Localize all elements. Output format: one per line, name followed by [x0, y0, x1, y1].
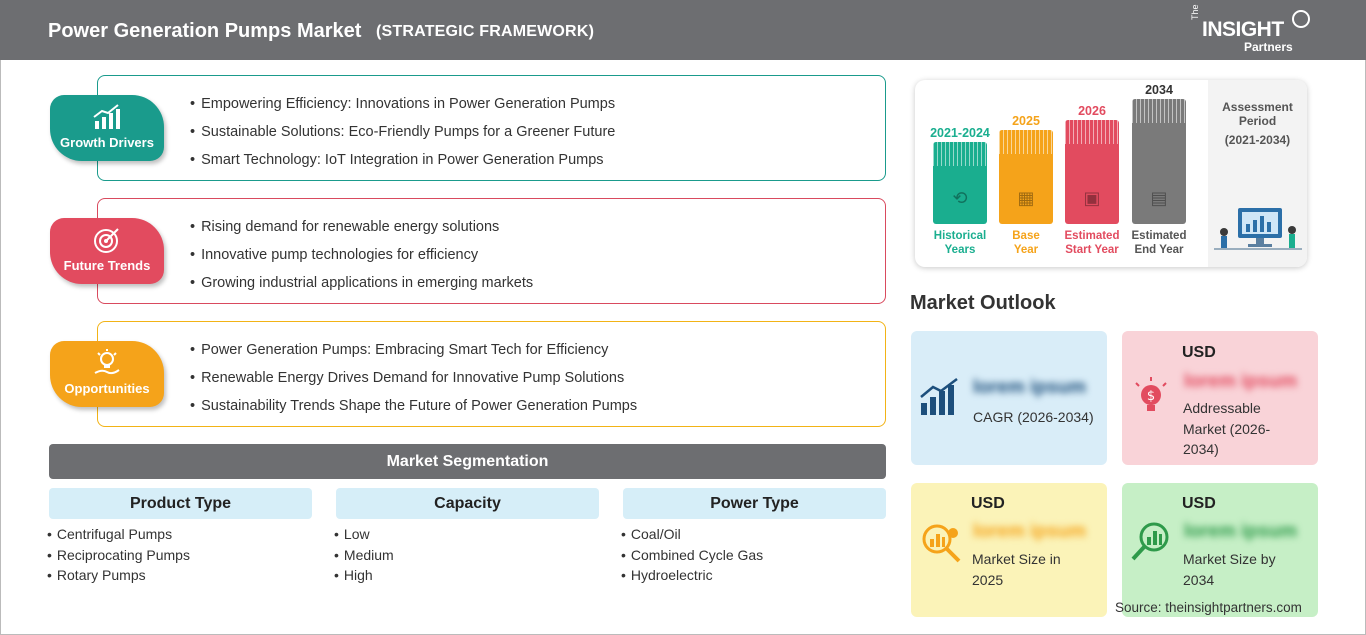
assessment-column: ▦ — [999, 130, 1053, 224]
growth-chart-icon — [919, 377, 961, 426]
market-size-2034-value: lorem ipsum — [1184, 521, 1297, 542]
svg-text:$: $ — [1147, 389, 1155, 404]
usd-label: USD — [971, 495, 1005, 512]
page-subtitle: (STRATEGIC FRAMEWORK) — [376, 23, 595, 40]
history-icon: ⟲ — [952, 188, 968, 208]
bar-growth-icon — [92, 103, 122, 131]
assessment-range: (2021-2034) — [1224, 133, 1291, 147]
magnifier-coins-icon — [919, 521, 963, 574]
list-item: Centrifugal Pumps — [47, 525, 190, 546]
cagr-label: CAGR (2026-2034) — [973, 409, 1094, 425]
future-trends-box: Rising demand for renewable energy solut… — [97, 198, 886, 304]
column-year: 2025 — [1012, 114, 1040, 128]
logo-partners: Partners — [1244, 40, 1293, 54]
market-size-2034-tile: USD lorem ipsum Market Size by 2034 — [1122, 483, 1318, 617]
list-item: Reciprocating Pumps — [47, 546, 190, 567]
source-note: Source: theinsightpartners.com — [1115, 600, 1302, 615]
list-item: Rising demand for renewable energy solut… — [190, 219, 533, 247]
column-year: 2034 — [1145, 83, 1173, 97]
logo-the: The — [1190, 4, 1200, 20]
insight-partners-logo[interactable]: The INSIGHT Partners — [1188, 4, 1312, 54]
list-item: Innovative pump technologies for efficie… — [190, 247, 533, 275]
logo-ring-icon — [1292, 10, 1310, 28]
lightbulb-hand-icon — [92, 349, 122, 377]
segment-header-capacity: Capacity — [336, 488, 599, 519]
list-item: High — [334, 566, 394, 587]
addressable-market-label: Addressable Market (2026-2034) — [1183, 400, 1271, 457]
target-icon — [92, 226, 122, 254]
list-item: Sustainable Solutions: Eco-Friendly Pump… — [190, 124, 615, 152]
product-type-list: Centrifugal Pumps Reciprocating Pumps Ro… — [47, 525, 190, 587]
badge-label: Opportunities — [64, 381, 150, 396]
presentation-icon: ▣ — [1083, 188, 1101, 208]
logo-insight: INSIGHT — [1202, 18, 1284, 41]
market-size-2025-value: lorem ipsum — [973, 521, 1086, 542]
column-stripes — [933, 142, 987, 166]
future-trends-badge: Future Trends — [50, 218, 164, 284]
column-stripes — [1065, 120, 1119, 144]
column-year: 2026 — [1078, 104, 1106, 118]
badge-label: Future Trends — [63, 258, 151, 273]
header-bar: Power Generation Pumps Market (STRATEGIC… — [0, 0, 1366, 60]
list-item: Rotary Pumps — [47, 566, 190, 587]
segmentation-title: Market Segmentation — [49, 444, 886, 479]
list-item: Power Generation Pumps: Embracing Smart … — [190, 342, 637, 370]
badge-label: Growth Drivers — [60, 135, 154, 150]
money-bulb-icon: $ — [1130, 375, 1172, 426]
list-item: Coal/Oil — [621, 525, 763, 546]
list-item: Sustainability Trends Shape the Future o… — [190, 398, 637, 426]
addressable-market-value: lorem ipsum — [1184, 371, 1297, 392]
assessment-title: Assessment Period — [1222, 100, 1293, 128]
analytics-illustration-icon — [1214, 208, 1302, 250]
capacity-list: Low Medium High — [334, 525, 394, 587]
segment-header-product-type: Product Type — [49, 488, 312, 519]
list-item: Empowering Efficiency: Innovations in Po… — [190, 96, 615, 124]
calendar-icon: ▦ — [1017, 188, 1035, 208]
magnifier-chart-icon — [1130, 519, 1174, 572]
column-stripes — [1132, 99, 1186, 123]
segment-header-power-type: Power Type — [623, 488, 886, 519]
opportunities-badge: Opportunities — [50, 341, 164, 407]
assessment-column: ▤ — [1132, 99, 1186, 224]
growth-drivers-badge: Growth Drivers — [50, 95, 164, 161]
list-item: Hydroelectric — [621, 566, 763, 587]
cagr-value: lorem ipsum — [973, 377, 1086, 398]
market-size-2034-label: Market Size by 2034 — [1183, 551, 1276, 588]
power-type-list: Coal/Oil Combined Cycle Gas Hydroelectri… — [621, 525, 763, 587]
market-size-2025-label: Market Size in 2025 — [972, 551, 1061, 588]
assessment-column: ⟲ — [933, 142, 987, 224]
list-item: Medium — [334, 546, 394, 567]
list-item: Renewable Energy Drives Demand for Innov… — [190, 370, 637, 398]
list-item: Combined Cycle Gas — [621, 546, 763, 567]
list-item: Growing industrial applications in emerg… — [190, 275, 533, 303]
list-item: Low — [334, 525, 394, 546]
usd-label: USD — [1182, 495, 1216, 512]
growth-drivers-box: Empowering Efficiency: Innovations in Po… — [97, 75, 886, 181]
monitor-chart-icon: ▤ — [1150, 188, 1168, 208]
list-item: Smart Technology: IoT Integration in Pow… — [190, 152, 615, 180]
cagr-tile: lorem ipsum CAGR (2026-2034) — [911, 331, 1107, 465]
market-size-2025-tile: USD lorem ipsum Market Size in 2025 — [911, 483, 1107, 617]
addressable-market-tile: USD $ lorem ipsum Addressable Market (20… — [1122, 331, 1318, 465]
column-year: 2021-2024 — [930, 126, 990, 140]
assessment-period-panel: Assessment Period (2021-2034) — [1208, 80, 1307, 267]
column-stripes — [999, 130, 1053, 154]
market-outlook-title: Market Outlook — [910, 292, 1056, 314]
opportunities-box: Power Generation Pumps: Embracing Smart … — [97, 321, 886, 427]
assessment-column: ▣ — [1065, 120, 1119, 224]
page-title: Power Generation Pumps Market — [48, 20, 362, 42]
usd-label: USD — [1182, 344, 1216, 361]
